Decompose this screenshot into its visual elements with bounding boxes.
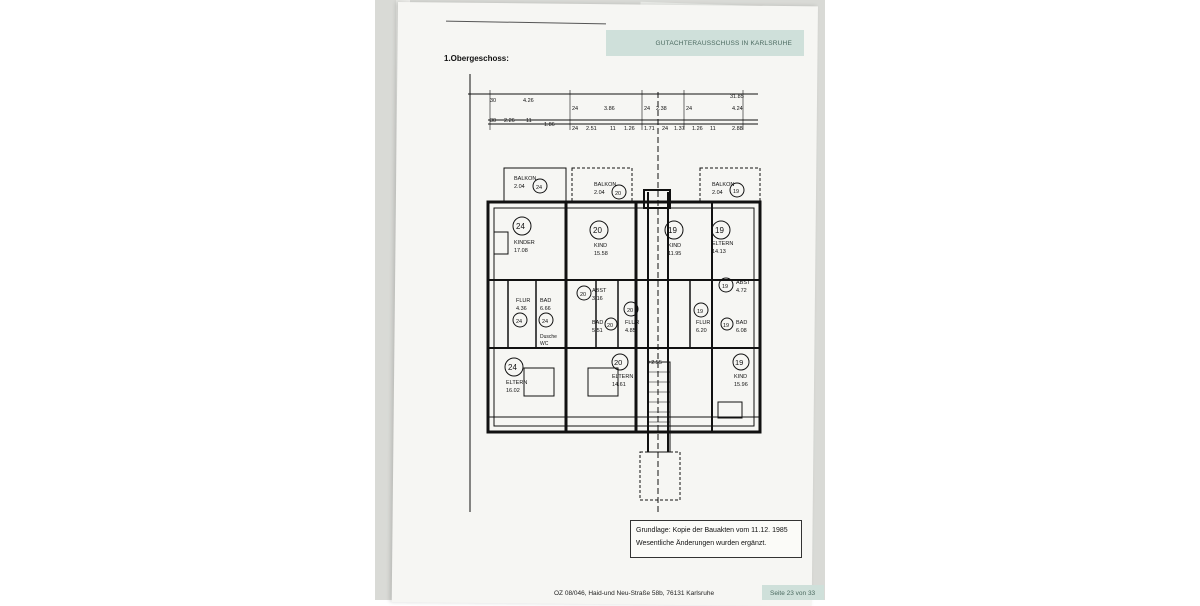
dim-top-1: 30 (490, 98, 496, 104)
note-line-2: Wesentliche Änderungen wurden ergänzt. (636, 540, 767, 547)
dim-top-6: 2.38 (656, 106, 667, 112)
room-label: FLUR (696, 320, 710, 326)
unit-number: 24 (516, 319, 522, 325)
dim-2-6: 2.51 (586, 126, 597, 132)
dim-2-9: 1.71 (644, 126, 655, 132)
note-line-1: Grundlage: Kopie der Bauakten vom 11.12.… (636, 527, 788, 534)
room-label: ABST (736, 280, 751, 286)
unit-number: 20 (593, 226, 602, 235)
dim-top-8: 4.24 (732, 106, 743, 112)
room-label: ABST (592, 288, 607, 294)
source-note: Grundlage: Kopie der Bauakten vom 11.12.… (630, 520, 802, 558)
unit-number: 20 (607, 323, 613, 329)
header-org: GUTACHTERAUSSCHUSS IN KARLSRUHE (655, 39, 792, 47)
level-label: +2.55 (648, 360, 662, 366)
section-title: 1.Obergeschoss: (444, 54, 509, 63)
dim-top-5: 24 (644, 106, 650, 112)
dim-2-1: 30 (490, 118, 496, 124)
header-band: GUTACHTERAUSSCHUSS IN KARLSRUHE (606, 30, 804, 56)
unit-number: 20 (614, 358, 622, 367)
room-area: 4.72 (736, 288, 747, 294)
footer-address: OZ 08/046, Haid-und Neu-Straße 58b, 7613… (554, 590, 715, 597)
room-label: BAD (736, 320, 747, 326)
walls (486, 167, 762, 501)
dim-2-4: 1.86 (544, 122, 555, 128)
room-area: 16.02 (506, 388, 520, 394)
dim-2-14: 2.88 (732, 126, 743, 132)
dim-2-12: 1.26 (692, 126, 703, 132)
dim-2-13: 11 (710, 126, 716, 132)
dim-top-2: 4.26 (523, 98, 534, 104)
dim-2-5: 24 (572, 126, 578, 132)
room-area: 14.13 (712, 249, 726, 255)
room-area: 2.04 (514, 184, 525, 190)
unit-number: 19 (715, 226, 724, 235)
room-label: ELTERN (506, 380, 527, 386)
room-area: 6.08 (736, 328, 747, 334)
dim-2-11: 1.37 (674, 126, 685, 132)
room-label: BAD (592, 320, 603, 326)
floor-plan: 30 4.26 24 3.86 24 2.38 24 4.24 31.85 30… (468, 74, 762, 512)
plan-frame (468, 74, 758, 512)
unit-number: 19 (735, 358, 743, 367)
dim-2-3: 11 (526, 118, 532, 124)
unit-number: 19 (722, 284, 728, 290)
unit-number: 19 (697, 309, 703, 315)
room-area: 4.85 (625, 328, 636, 334)
room-area: 4.36 (516, 306, 527, 312)
room-label: FLUR (625, 320, 639, 326)
dim-top-3: 24 (572, 106, 578, 112)
room-area: 15.58 (594, 251, 608, 257)
room-label: BAD (540, 298, 551, 304)
dimension-ticks (489, 90, 744, 130)
room-label: ELTERN (712, 241, 733, 247)
room-area: 11.95 (668, 251, 681, 257)
unit-number: 20 (615, 191, 621, 197)
room-label: KIND (594, 243, 607, 249)
wc-label: WC (540, 341, 549, 347)
unit-number: 19 (723, 323, 729, 329)
room-area: 5.51 (592, 328, 603, 334)
room-area: 6.66 (540, 306, 551, 312)
room-label: BALKON (514, 176, 536, 182)
room-label: KIND (734, 374, 747, 380)
unit-number: 24 (508, 363, 517, 372)
room-area: 2.04 (712, 190, 723, 196)
room-area: 2.04 (594, 190, 605, 196)
room-label: FLUR (516, 298, 530, 304)
dim-top-7: 24 (686, 106, 692, 112)
dim-top-9: 31.85 (730, 94, 744, 100)
room-area: 6.20 (696, 328, 707, 334)
room-label: BALKON (712, 182, 734, 188)
unit-number: 20 (627, 308, 633, 314)
dim-2-10: 24 (662, 126, 668, 132)
footer-page-number: Seite 23 von 33 (762, 585, 824, 600)
room-label: KINDER (514, 240, 535, 246)
dim-2-7: 11 (610, 126, 616, 132)
unit-number: 24 (542, 319, 548, 325)
unit-number: 24 (516, 222, 525, 231)
dim-top-4: 3.86 (604, 106, 615, 112)
room-area: 14.61 (612, 382, 626, 388)
dim-2-8: 1.26 (624, 126, 635, 132)
room-area: 15.96 (734, 382, 748, 388)
unit-number: 20 (580, 292, 586, 298)
room-label: ELTERN (612, 374, 633, 380)
room-label: BALKON (594, 182, 616, 188)
room-area: 17.08 (514, 248, 528, 254)
unit-number: 19 (668, 226, 677, 235)
room-area: 3.16 (592, 296, 603, 302)
shower-label: Dusche (540, 334, 557, 340)
room-label: KIND (668, 243, 681, 249)
dim-2-2: 2.26 (504, 118, 515, 124)
unit-number: 24 (536, 185, 542, 191)
unit-number: 19 (733, 189, 739, 195)
